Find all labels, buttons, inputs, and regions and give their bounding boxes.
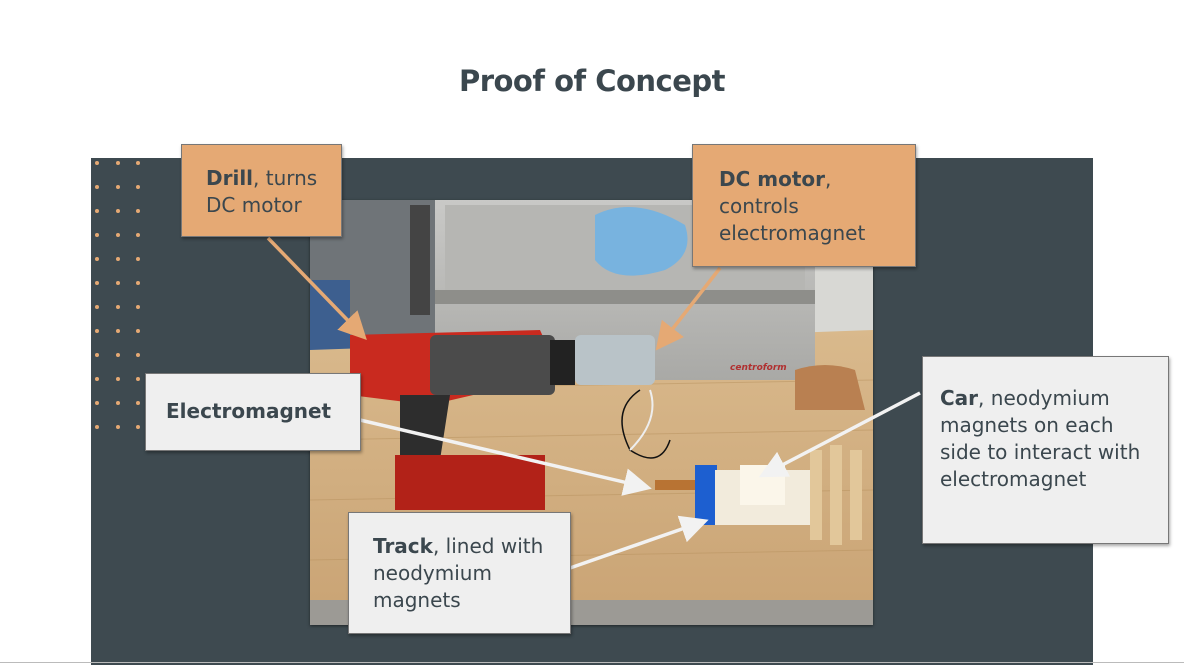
decorative-dot — [115, 377, 120, 381]
decorative-dot — [95, 377, 99, 381]
track-callout: Track, lined with neodymium magnets — [348, 512, 571, 634]
dc-motor-line3: electromagnet — [719, 221, 866, 245]
dc-motor-callout: DC motor, controls electromagnet — [692, 144, 916, 267]
decorative-dot — [136, 281, 140, 285]
decorative-dot — [136, 185, 140, 189]
decorative-dot — [115, 161, 120, 165]
decorative-dot — [115, 209, 120, 213]
decorative-dot — [115, 257, 120, 261]
dc-motor — [575, 335, 655, 385]
brand-label: centroform — [730, 363, 787, 373]
track-arrow — [569, 515, 709, 570]
car-label: Car — [940, 386, 979, 410]
decorative-dot — [95, 305, 99, 309]
slide-bottom-edge — [0, 662, 1184, 663]
decorative-dot — [95, 329, 99, 333]
track-description: , lined with neodymium magnets — [373, 534, 544, 612]
slide-title: Proof of Concept — [458, 64, 726, 98]
decorative-dot — [115, 233, 120, 237]
electromagnet-callout: Electromagnet — [145, 373, 361, 451]
track-label: Track — [373, 534, 433, 558]
decorative-dot — [136, 161, 140, 165]
decorative-dot — [115, 353, 120, 357]
car-callout: Car, neodymium magnets on each side to i… — [922, 356, 1169, 544]
decorative-dot — [115, 401, 120, 405]
decorative-dot — [95, 353, 99, 357]
decorative-dot — [136, 377, 140, 381]
decorative-dot — [136, 425, 140, 429]
decorative-dot — [115, 185, 120, 189]
decorative-dot — [95, 401, 99, 405]
dc-motor-arrow — [655, 266, 722, 351]
drill-label: Drill — [206, 166, 254, 190]
decorative-dot — [95, 185, 99, 189]
decorative-dot — [115, 281, 120, 285]
decorative-dot — [95, 281, 99, 285]
drill-description: , turns DC motor — [206, 166, 318, 217]
decorative-dot — [136, 329, 140, 333]
decorative-dot — [95, 425, 99, 429]
decorative-dot — [136, 233, 140, 237]
decorative-dot — [115, 305, 120, 309]
car-arrow — [758, 391, 921, 478]
decorative-dot — [136, 257, 140, 261]
dc-motor-label: DC motor — [719, 167, 825, 191]
electromagnet-arrow — [359, 418, 652, 496]
decorative-dot — [115, 329, 120, 333]
comma: , — [825, 167, 832, 191]
decorative-dot — [95, 233, 99, 237]
decorative-dot — [136, 209, 140, 213]
decorative-dot — [95, 257, 99, 261]
decorative-dot — [95, 209, 99, 213]
car-description: , neodymium magnets on each side to inte… — [940, 386, 1141, 491]
blue-cloth — [595, 207, 688, 276]
decorative-dot — [136, 353, 140, 357]
decorative-dot — [136, 305, 140, 309]
decorative-dot — [136, 401, 140, 405]
electromagnet-label: Electromagnet — [166, 399, 332, 423]
dc-motor-line2: controls — [719, 194, 799, 218]
drill-arrow — [266, 236, 367, 341]
track-end — [695, 465, 717, 525]
drill-callout: Drill, turns DC motor — [181, 144, 342, 237]
electromagnet-coil — [655, 480, 715, 490]
decorative-dot — [95, 161, 99, 165]
decorative-dot — [115, 425, 120, 429]
